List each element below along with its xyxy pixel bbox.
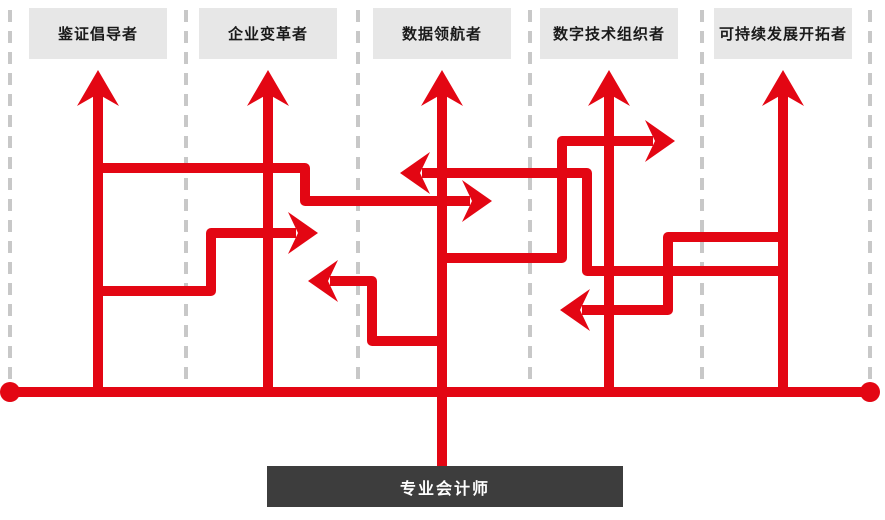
role-box-digital-tech-organizer: 数字技术组织者 [540,8,678,59]
flow-path-col1-to-right [98,163,470,206]
endpoint-dot-right [860,382,880,402]
right-arrow-icon [288,212,318,254]
endpoint-dot-left [0,382,20,402]
flow-path-col3-up-left [330,276,442,346]
role-box-business-transformer: 企业变革者 [199,8,337,59]
flow-arrowheads [288,120,675,331]
column-shafts [93,93,788,466]
flow-path-col5-down-left [582,232,783,315]
left-arrow-icon [308,260,338,302]
left-arrow-icon [400,152,430,194]
up-arrow-icon [762,70,804,106]
right-arrow-icon [462,180,492,222]
base-role-box-professional-accountant: 专业会计师 [267,466,623,507]
flow-path-col1-step-up [98,228,296,296]
flow-path-col3-up-right [442,136,653,263]
up-arrow-icon [588,70,630,106]
left-arrow-icon [560,289,590,331]
role-box-sustainability-pioneer: 可持续发展开拓者 [714,8,852,59]
up-arrow-icon [77,70,119,106]
up-arrow-icon [247,70,289,106]
right-arrow-icon [645,120,675,162]
column-up-arrowheads [77,70,804,106]
role-box-data-navigator: 数据领航者 [373,8,511,59]
up-arrow-icon [421,70,463,106]
flow-path-col5-up-left [422,168,783,276]
role-box-assurance-advocate: 鉴证倡导者 [29,8,167,59]
flow-paths [98,136,783,346]
